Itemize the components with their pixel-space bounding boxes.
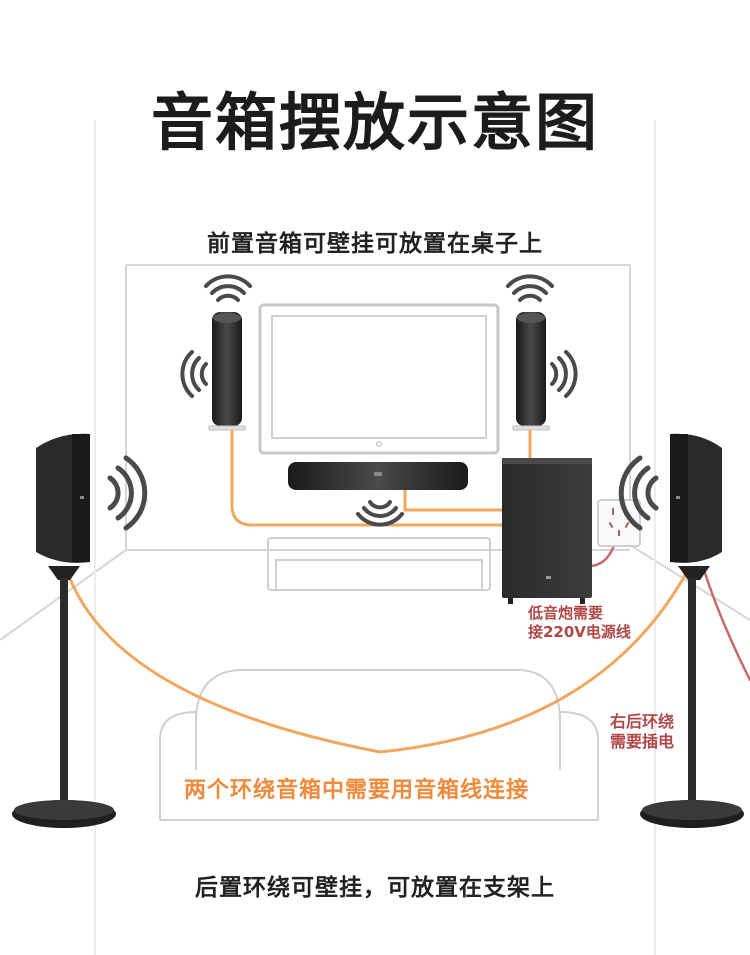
front-right-speaker	[512, 312, 550, 431]
sound-wave-icon	[204, 274, 252, 302]
front-left-speaker	[208, 312, 246, 431]
sofa	[159, 669, 599, 821]
rear-left-speaker	[12, 433, 116, 828]
sound-wave-icon	[107, 455, 148, 531]
power-outlet-icon	[597, 499, 641, 547]
page-title: 音箱摆放示意图	[150, 86, 599, 159]
tv-cabinet	[267, 537, 491, 591]
tv-power-icon	[376, 441, 382, 447]
center-soundbar	[288, 462, 468, 490]
rear-power-note-line: 需要插电	[610, 732, 675, 751]
speaker-cable-note: 两个环绕音箱中需要用音箱线连接	[184, 778, 530, 803]
sound-wave-icon	[180, 350, 208, 398]
subwoofer-power-note: 低音炮需要 接220V电源线	[528, 604, 631, 642]
front-speaker-note: 前置音箱可壁挂可放置在桌子上	[207, 231, 543, 257]
rear-speaker-note: 后置环绕可壁挂，可放置在支架上	[195, 875, 555, 901]
subwoofer	[502, 458, 592, 604]
subwoofer-note-line: 低音炮需要	[528, 604, 604, 622]
sound-wave-icon	[506, 274, 554, 302]
rear-right-speaker	[640, 433, 744, 828]
sound-wave-icon	[356, 500, 404, 527]
tv	[258, 303, 500, 455]
rear-power-note-line: 右后环绕	[610, 712, 675, 731]
sound-wave-icon	[550, 350, 578, 398]
sound-wave-icon	[618, 455, 659, 531]
rear-right-power-note: 右后环绕 需要插电	[610, 712, 674, 752]
subwoofer-note-line: 接220V电源线	[528, 623, 631, 641]
